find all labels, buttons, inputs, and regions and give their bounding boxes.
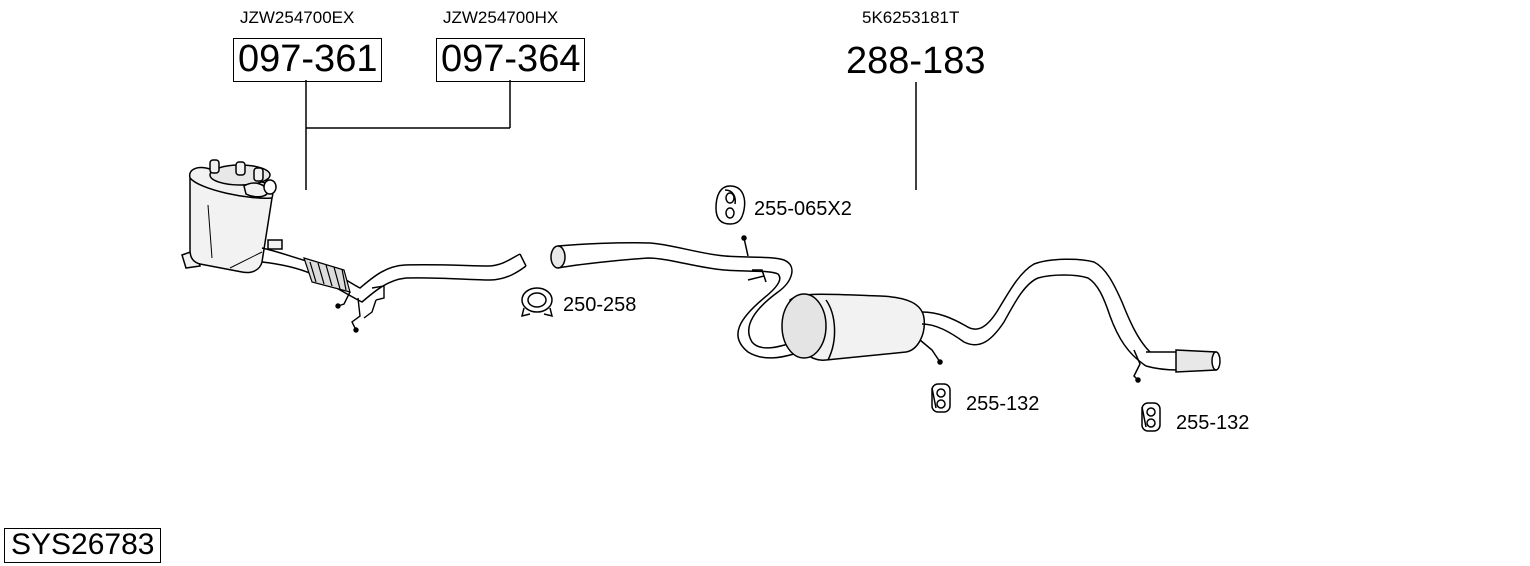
oem-label-097-364: JZW254700HX — [443, 8, 559, 27]
leader-lines — [305, 80, 917, 190]
accessory-label-250-258[interactable]: 250-258 — [563, 294, 637, 316]
intermediate-pipe — [550, 235, 807, 359]
hanger-icon-top — [715, 185, 746, 225]
part-number-288-183[interactable]: 288-183 — [846, 40, 986, 82]
front-pipe-bracket — [335, 285, 385, 333]
hanger-icon-mid — [931, 383, 951, 413]
part-number-097-361[interactable]: 097-361 — [233, 38, 383, 82]
dpf-converter — [181, 159, 277, 274]
accessory-label-255-132-rear[interactable]: 255-132 — [1176, 412, 1250, 434]
oem-label-288-183: 5K6253181T — [862, 8, 960, 27]
system-code: SYS26783 — [4, 528, 162, 563]
accessory-label-255-132-mid[interactable]: 255-132 — [966, 393, 1040, 415]
hanger-icon-rear — [1141, 402, 1161, 432]
front-pipe — [261, 239, 527, 303]
flex-pipe — [303, 257, 351, 293]
tail-pipe — [921, 258, 1221, 383]
oem-label-097-361: JZW254700EX — [240, 8, 355, 27]
accessory-label-255-065x2[interactable]: 255-065X2 — [754, 198, 852, 220]
rear-silencer — [781, 293, 943, 365]
part-number-097-364[interactable]: 097-364 — [436, 38, 586, 82]
clamp-icon — [520, 287, 554, 318]
